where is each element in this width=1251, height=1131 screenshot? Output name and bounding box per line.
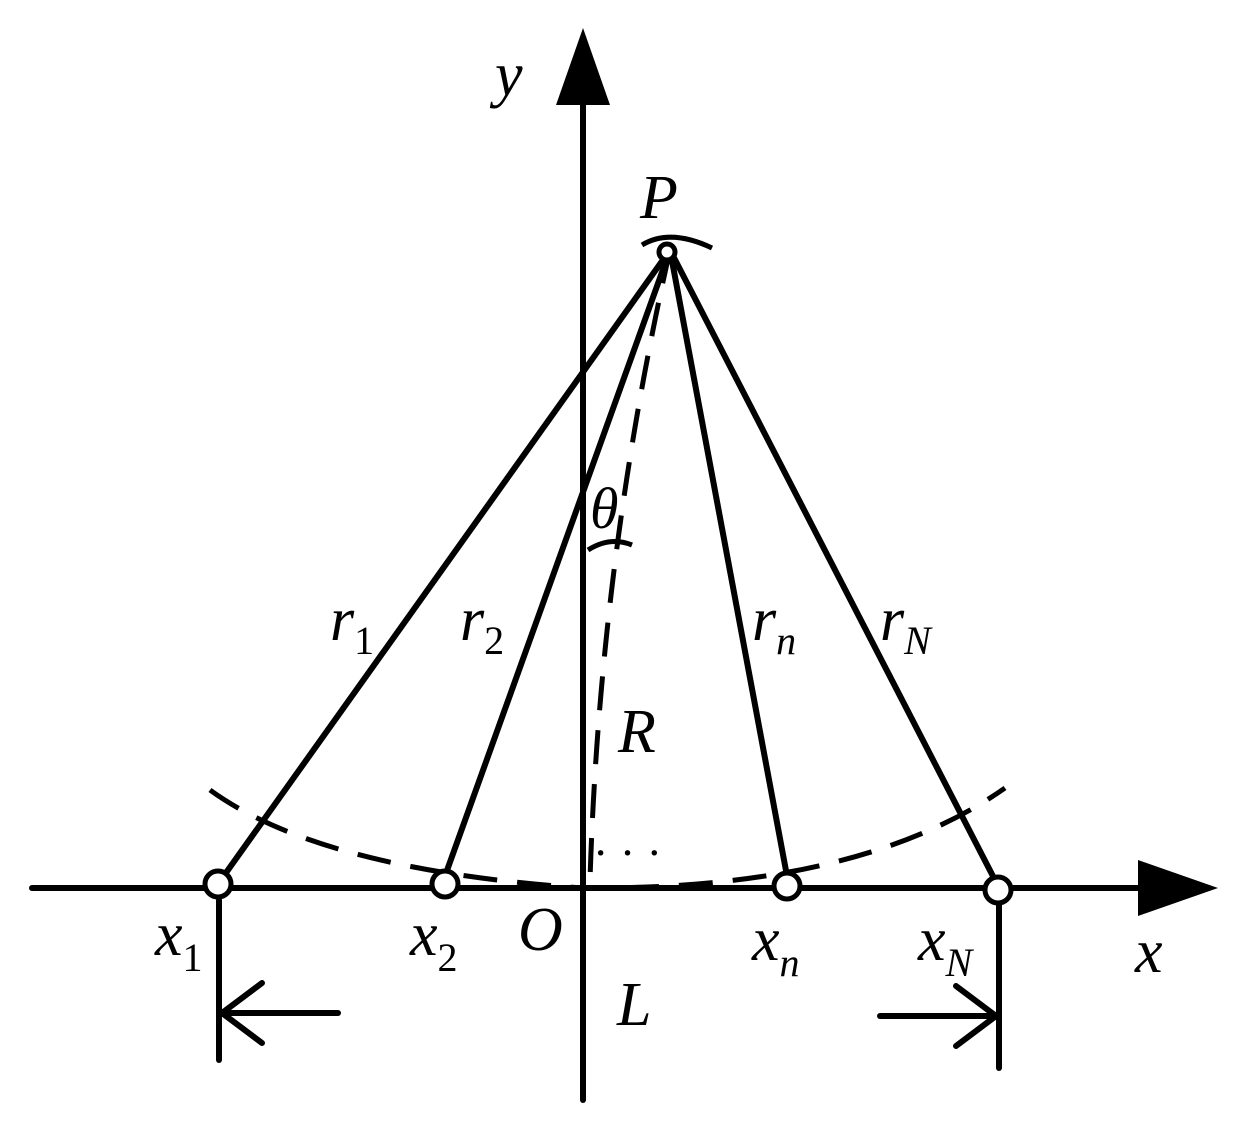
y-axis-arrowhead — [556, 28, 610, 105]
range-label-r2: r2 — [460, 586, 504, 663]
radius-label: R — [617, 698, 656, 766]
ellipsis-dots: · · · — [593, 827, 662, 878]
x-axis-arrowhead — [1138, 860, 1218, 916]
range-line-rN — [667, 247, 1000, 887]
point-p-label: P — [639, 164, 678, 232]
point-p-marker — [640, 234, 714, 251]
angle-label: θ — [590, 476, 619, 541]
origin-label: O — [518, 896, 563, 964]
range-label-rN: rN — [880, 586, 933, 663]
aperture-left-arrow-head — [217, 980, 265, 1046]
length-label: L — [616, 971, 651, 1039]
angle-arc — [586, 538, 633, 553]
node-xn — [771, 870, 803, 902]
point-p — [656, 241, 678, 263]
radius-line — [587, 249, 673, 881]
element-label-xN: xN — [917, 906, 975, 985]
range-line-r2 — [442, 247, 673, 879]
aperture-right-arrow-head — [953, 983, 1001, 1049]
element-label-x2: x2 — [409, 901, 458, 980]
x-axis-label: x — [1134, 918, 1163, 986]
node-x1 — [202, 868, 234, 900]
node-xN — [982, 874, 1014, 906]
y-axis-label: y — [489, 41, 523, 109]
dashed-arc — [208, 785, 1007, 891]
node-x2 — [429, 868, 461, 900]
range-label-r1: r1 — [330, 586, 374, 663]
range-label-rn: rn — [752, 586, 796, 663]
range-line-r1 — [215, 247, 673, 887]
range-line-rn — [667, 247, 790, 879]
element-label-xn: xn — [751, 906, 800, 985]
element-label-x1: x1 — [154, 901, 203, 980]
